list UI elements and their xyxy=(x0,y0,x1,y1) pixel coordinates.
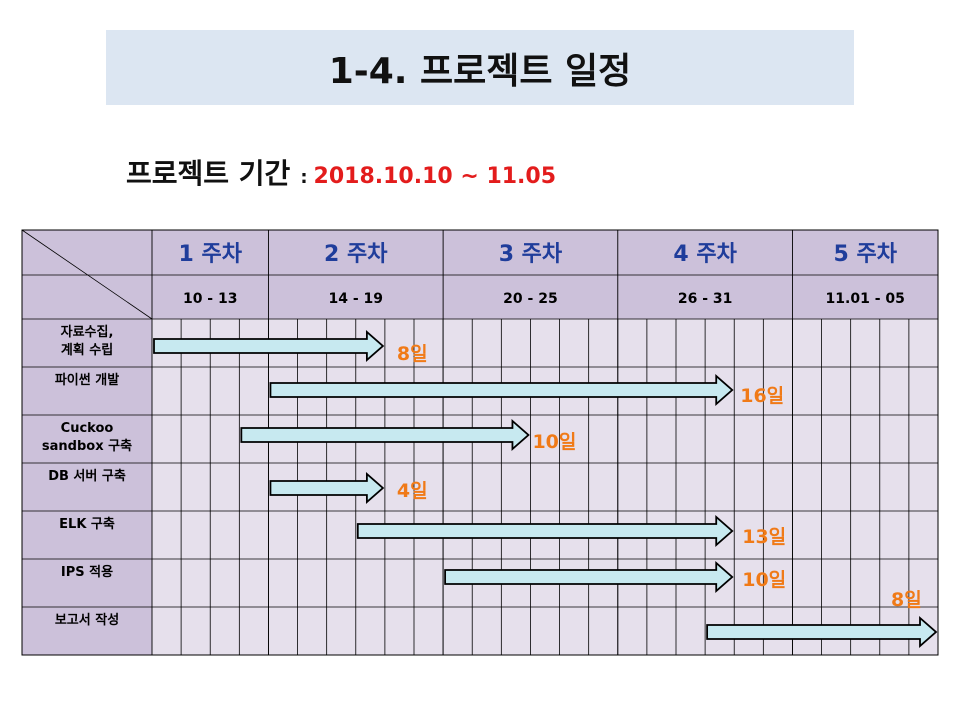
task-duration-label: 4일 xyxy=(397,480,428,502)
task-duration-label: 10일 xyxy=(742,569,786,591)
task-duration-label: 8일 xyxy=(397,343,428,365)
task-label: sandbox 구축 xyxy=(42,438,132,454)
week-date-range: 11.01 - 05 xyxy=(826,291,905,307)
task-bar xyxy=(240,419,530,451)
title-banner: 1-4. 프로젝트 일정 xyxy=(106,30,854,105)
task-label: 자료수집, xyxy=(61,325,114,340)
week-date-range: 26 - 31 xyxy=(678,291,733,307)
week-date-range: 10 - 13 xyxy=(183,291,238,307)
corner-diagonal xyxy=(21,229,153,320)
header-background xyxy=(22,230,938,319)
week-header-label: 5 주차 xyxy=(833,242,897,267)
task-label: 보고서 작성 xyxy=(55,612,119,628)
task-label: DB 서버 구축 xyxy=(48,468,126,484)
week-date-range: 20 - 25 xyxy=(503,291,558,307)
period-value: 2018.10.10 ~ 11.05 xyxy=(313,164,557,189)
week-header-label: 3 주차 xyxy=(499,242,563,267)
task-label: 계획 수립 xyxy=(61,342,113,358)
project-period: 프로젝트 기간 : 2018.10.10 ~ 11.05 xyxy=(126,152,556,196)
task-bar xyxy=(444,561,734,593)
table-border xyxy=(21,229,939,656)
task-duration-label: 13일 xyxy=(742,526,786,548)
week-header-label: 4 주차 xyxy=(673,242,737,267)
week-header-label: 2 주차 xyxy=(324,242,388,267)
task-bar xyxy=(356,515,734,547)
week-date-range: 14 - 19 xyxy=(329,291,384,307)
task-label: Cuckoo xyxy=(61,421,114,436)
task-bar xyxy=(269,374,734,406)
task-bar xyxy=(706,616,938,648)
task-duration-label: 10일 xyxy=(532,431,576,453)
week-header-label: 1 주차 xyxy=(178,242,242,267)
task-label: ELK 구축 xyxy=(59,516,115,532)
task-bar xyxy=(153,330,385,362)
page-title: 1-4. 프로젝트 일정 xyxy=(328,50,632,92)
task-duration-label: 16일 xyxy=(740,385,784,407)
period-label: 프로젝트 기간 xyxy=(126,157,291,190)
task-label: 파이썬 개발 xyxy=(55,372,119,388)
task-duration-label: 8일 xyxy=(891,589,922,611)
task-label-column xyxy=(22,319,152,655)
period-colon: : xyxy=(300,167,308,188)
task-label: IPS 적용 xyxy=(61,564,113,580)
task-bar xyxy=(269,472,385,504)
